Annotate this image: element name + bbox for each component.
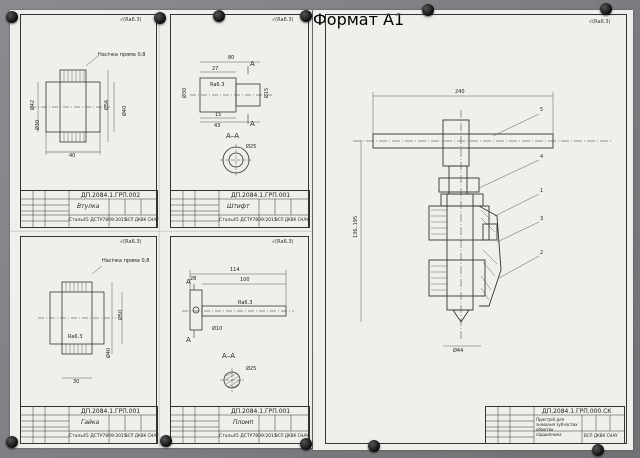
section-title: А–А (222, 352, 236, 360)
doc-code: ДП.2084.1.ГРП.001 (231, 408, 291, 415)
dim-height-range: 136..195 (353, 215, 360, 239)
dim-length: 30 (73, 379, 80, 385)
title-block: ДП.2084.1.ГРП.002 Втулка Сталь45 ДСТУ780… (20, 190, 159, 228)
title-block: ДП.2084.1.ГРП.001 Штифт Сталь45 ДСТУ7809… (170, 190, 310, 228)
organization: ВСП ДКВК СНАУ (275, 433, 309, 438)
dim-diameter-inner: Ø40 (106, 347, 113, 359)
dim-diameter-shank: Ø15 (264, 87, 271, 99)
section-mark-bottom: А (250, 120, 255, 128)
callout-4: 4 (540, 154, 544, 160)
dim-diameter-d: Ø40 (122, 105, 129, 117)
knurl-note: Насічка пряма 0,8 (98, 52, 146, 58)
pushpin (422, 4, 434, 16)
dim-diameter-outer: Ø50 (118, 309, 125, 321)
title-block: ДП.2084.1.ГРП.000.СК Пристрій для зніман… (485, 406, 625, 444)
pushpin (300, 438, 312, 450)
material: Сталь45 ДСТУ7809:2015 (219, 218, 277, 223)
dim-head-overall: 43 (214, 123, 221, 129)
sheet-bushing: √(Ra6.3) Насічка пряма 0,8 40 Ø42 Ø30 Ø5… (10, 10, 160, 232)
material: Сталь45 ДСТУ7809:2015 (69, 218, 127, 223)
title-block: ДП.2084.1.ГРП.001 Гайка Сталь45 ДСТУ7809… (20, 406, 159, 444)
dim-head-length: 27 (212, 66, 219, 72)
handle-drawing (182, 270, 294, 392)
roughness-mark: √(Ra6.3) (589, 19, 611, 25)
sheet-handle: √(Ra6.3) А А А–А 114 28 100 Ra6.3 Ø10 Ø2… (160, 232, 312, 448)
callout-3: 3 (540, 216, 544, 222)
pushpin (368, 440, 380, 452)
drawing-frame (325, 14, 627, 444)
doc-code: ДП.2084.1.ГРП.001 (81, 408, 141, 415)
material: Сталь45 ДСТУ7809:2015 (219, 434, 277, 439)
roughness-mark: √(Ra6.3) (120, 239, 142, 245)
knurl-note: Насічка пряма 0,8 (102, 258, 150, 264)
pushpin (160, 435, 172, 447)
pin-drawing (190, 61, 272, 176)
pushpin (600, 3, 612, 15)
organization: ВСП ДКВК СНАУ (275, 217, 309, 222)
section-mark-top: А (186, 278, 191, 286)
dim-rod-length: 100 (240, 277, 250, 283)
part-name: Гайка (81, 419, 100, 426)
callout-5: 5 (540, 107, 544, 113)
dim-diameter-head: Ø30 (182, 87, 189, 99)
part-name: Втулка (77, 203, 100, 210)
doc-code: ДП.2084.1.ГРП.001 (231, 192, 291, 199)
material: Сталь45 ДСТУ7809:2015 (69, 434, 127, 439)
bushing-drawing (30, 55, 115, 155)
pushpin (6, 11, 18, 23)
organization: ВСП ДКВК СНАУ (125, 217, 159, 222)
dim-overall-width: 240 (455, 89, 465, 95)
pushpin (6, 436, 18, 448)
pushpin (592, 444, 604, 456)
assembly-drawing (353, 92, 613, 347)
part-name: Пломп (233, 419, 254, 426)
sheet-pin: √(Ra6.3) А А А–А 80 27 Ra6.3 Ø30 Ø15 15 … (160, 10, 312, 232)
dim-section-diameter: Ø25 (246, 144, 257, 150)
dim-diameter-a: Ø42 (30, 99, 37, 111)
section-title: А–А (226, 132, 240, 140)
pushpin (154, 12, 166, 24)
dim-step: 15 (215, 112, 222, 118)
organization: ВСП ДКВК СНАУ (125, 433, 159, 438)
roughness-label: Ra6.3 (210, 82, 225, 88)
dim-rod-diameter: Ø10 (212, 326, 223, 332)
title-block: ДП.2084.1.ГРП.001 Пломп Сталь45 ДСТУ7809… (170, 406, 310, 444)
nut-drawing (38, 265, 123, 379)
roughness-label: Ra6.3 (238, 300, 253, 306)
callout-1: 1 (540, 188, 544, 194)
section-mark-bottom: А (186, 336, 191, 344)
organization: ВСП ДКВК СНАУ (584, 433, 618, 438)
callout-2: 2 (540, 250, 544, 256)
dim-screw-diameter: Ø44 (453, 348, 464, 354)
sheet-assembly: √(Ra6.3) (313, 10, 633, 450)
pushpin (300, 10, 312, 22)
dim-total-length: 80 (228, 55, 235, 61)
dim-head: 28 (190, 276, 197, 282)
dim-diameter-b: Ø30 (35, 119, 42, 131)
part-name: Штифт (227, 203, 250, 210)
doc-code: ДП.2084.1.ГРП.002 (81, 192, 141, 199)
roughness-mark: √(Ra6.3) (120, 17, 142, 23)
assembly-name: Пристрій для знімання зубчастих обмоток … (536, 417, 578, 437)
doc-code: ДП.2084.1.ГРП.000.СК (542, 408, 612, 415)
roughness-label: Ra6.3 (68, 334, 83, 340)
dim-length: 40 (69, 153, 76, 159)
roughness-mark: √(Ra6.3) (272, 17, 294, 23)
pushpin (213, 10, 225, 22)
section-mark-top: А (250, 60, 255, 68)
sheet-nut: √(Ra6.3) Насічка пряма 0,8 Ø50 Ø40 30 Ra… (10, 232, 160, 448)
dim-total-length: 114 (230, 267, 240, 273)
roughness-mark: √(Ra6.3) (272, 239, 294, 245)
dim-section-diameter: Ø25 (246, 366, 257, 372)
dim-diameter-c: Ø56 (104, 99, 111, 111)
